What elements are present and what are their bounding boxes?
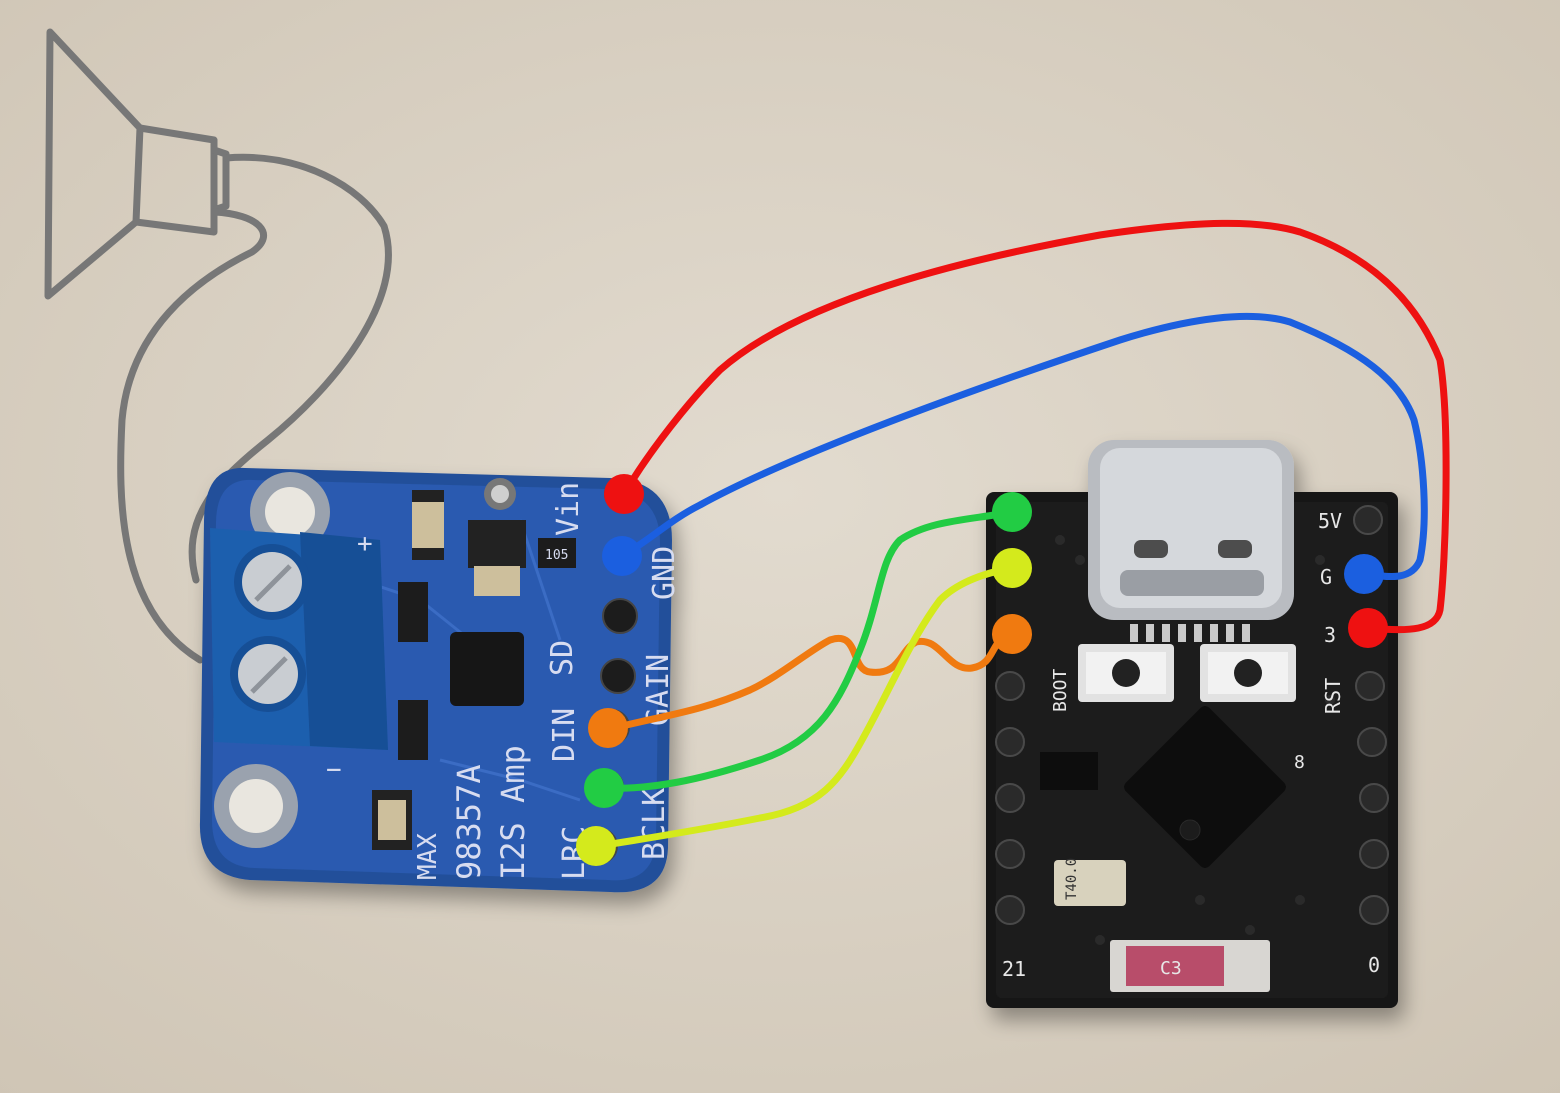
bclk-dot-amp (584, 768, 624, 808)
power-dot-amp (604, 474, 644, 514)
connection-dots (576, 474, 1388, 866)
pin-label-21: 21 (1002, 957, 1026, 981)
pin-label-boot: BOOT (1050, 668, 1071, 712)
screw-terminal (210, 528, 388, 750)
microcontroller-board: T40.0 C3 5V G 3 RST BOOT 8 (986, 440, 1398, 1008)
amp-ic-chip (450, 632, 524, 706)
amp-silk-line1: MAX (413, 833, 443, 880)
chip-antenna: C3 (1110, 940, 1270, 992)
speaker-icon (44, 28, 230, 300)
resistor (538, 538, 576, 568)
power-wire (620, 219, 1450, 634)
pin-label-gnd: GND (647, 546, 682, 600)
bclk-wire (602, 508, 1016, 792)
terminal-plus-label: + (357, 529, 373, 559)
inductor (468, 520, 526, 568)
ground-wire (618, 312, 1428, 581)
mount-hole (214, 764, 298, 848)
crystal-text: T40.0 (1064, 858, 1080, 900)
lrc-dot-amp (576, 826, 616, 866)
crystal-oscillator: T40.0 (1054, 858, 1126, 906)
terminal-minus-label: − (326, 755, 342, 785)
pin-label-8: 8 (1294, 752, 1305, 773)
pin-label-rst: RST (1321, 678, 1345, 714)
reset-button (1200, 644, 1296, 702)
pin-label-g: G (1320, 565, 1332, 589)
pin-label-5v: 5V (1318, 509, 1342, 533)
pin-label-vin: Vin (551, 482, 586, 536)
antenna-text: C3 (1160, 958, 1182, 979)
boot-button (1078, 644, 1174, 702)
lrc-wire (594, 564, 1016, 850)
din-dot-mcu (992, 614, 1032, 654)
lrc-dot-mcu (992, 548, 1032, 588)
resistor-code: 105 (545, 548, 568, 563)
ground-dot-amp (602, 536, 642, 576)
pin-label-sd: SD (545, 640, 580, 676)
din-dot-amp (588, 708, 628, 748)
din-wire (602, 630, 1014, 734)
amp-silk-line3: I2S Amp (494, 745, 532, 880)
pin-label-3: 3 (1324, 623, 1336, 647)
power-dot-mcu (1348, 608, 1388, 648)
pin-label-0: 0 (1368, 953, 1380, 977)
regulator-chip (1040, 752, 1098, 790)
amp-silk-line2: 98357A (450, 764, 488, 880)
ground-dot-mcu (1344, 554, 1384, 594)
mcu-chip (1124, 706, 1286, 868)
pin-label-din: DIN (547, 708, 582, 762)
usb-c-connector (1088, 440, 1294, 620)
bclk-dot-mcu (992, 492, 1032, 532)
mount-hole (250, 472, 330, 552)
pin-label-bclk: BCLK (637, 788, 672, 860)
amplifier-board: 105 + − MAX (199, 467, 682, 893)
